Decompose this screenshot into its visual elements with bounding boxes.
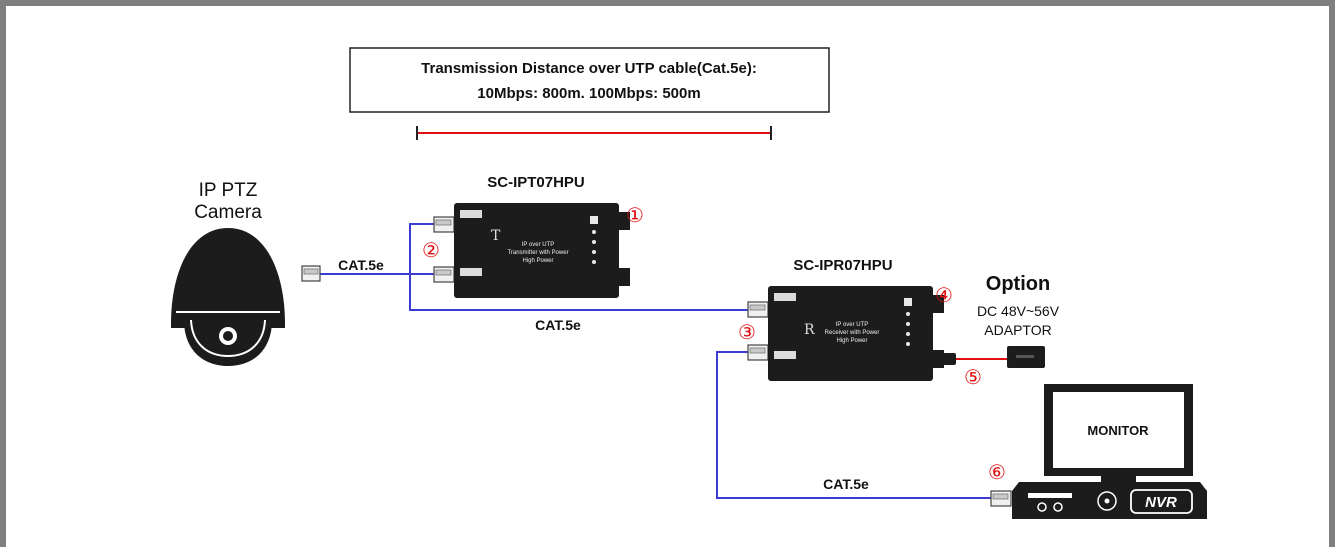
transmitter-model: SC-IPT07HPU xyxy=(487,174,585,191)
receiver-device: R IP over UTP Receiver with Power High P… xyxy=(768,286,944,381)
camera-label-line2: Camera xyxy=(194,202,262,223)
cable-label-nvr: CAT.5e xyxy=(823,476,869,492)
cat5e-cables xyxy=(319,223,999,499)
camera-label-line1: IP PTZ xyxy=(199,180,258,201)
distance-box: Transmission Distance over UTP cable(Cat… xyxy=(349,47,830,113)
marker-5: ⑤ xyxy=(964,365,982,389)
monitor-label: MONITOR xyxy=(1087,423,1149,438)
cable-label-link: CAT.5e xyxy=(535,317,581,333)
distance-line-1: Transmission Distance over UTP cable(Cat… xyxy=(421,60,757,77)
rj45-plug-nvr-icon xyxy=(990,490,1012,507)
adaptor-label-line2: ADAPTOR xyxy=(984,322,1051,338)
rj45-plug-receiver-top-icon xyxy=(747,301,769,318)
marker-6: ⑥ xyxy=(988,460,1006,484)
transmitter-label-2: Transmitter with Power xyxy=(507,250,568,256)
connection-diagram: Transmission Distance over UTP cable(Cat… xyxy=(171,47,1207,519)
marker-1: ① xyxy=(626,203,644,227)
receiver-label-3: High Power xyxy=(836,338,867,344)
receiver-label-2: Receiver with Power xyxy=(825,330,880,336)
monitor-icon: MONITOR xyxy=(1044,384,1193,482)
marker-4: ④ xyxy=(935,283,953,307)
receiver-model: SC-IPR07HPU xyxy=(793,257,892,274)
rj45-plug-receiver-bottom-icon xyxy=(747,344,769,361)
receiver-label-1: IP over UTP xyxy=(836,322,869,328)
rj45-plug-transmitter-top-icon xyxy=(433,216,455,233)
adaptor-label-line1: DC 48V~56V xyxy=(977,303,1060,319)
transmitter-letter: T xyxy=(491,228,501,244)
rj45-plug-camera-icon xyxy=(301,265,321,282)
nvr-icon: NVR xyxy=(1012,482,1207,519)
option-title: Option xyxy=(986,273,1050,295)
nvr-label: NVR xyxy=(1145,494,1177,511)
transmitter-label-1: IP over UTP xyxy=(522,242,555,248)
marker-3: ③ xyxy=(738,320,756,344)
cable-receiver-to-nvr xyxy=(716,351,999,499)
cable-transmitter-to-receiver xyxy=(409,223,750,311)
rj45-plug-transmitter-bottom-icon xyxy=(433,266,455,283)
receiver-letter: R xyxy=(804,322,815,338)
transmitter-label-3: High Power xyxy=(522,258,553,264)
distance-line-2: 10Mbps: 800m. 100Mbps: 500m xyxy=(477,85,700,102)
cable-label-camera: CAT.5e xyxy=(338,257,384,273)
transmitter-device: T IP over UTP Transmitter with Power Hig… xyxy=(454,203,630,298)
distance-span-indicator xyxy=(416,126,772,140)
ip-ptz-camera-icon xyxy=(171,228,285,366)
marker-2: ② xyxy=(422,238,440,262)
power-adaptor-icon xyxy=(1007,346,1045,368)
